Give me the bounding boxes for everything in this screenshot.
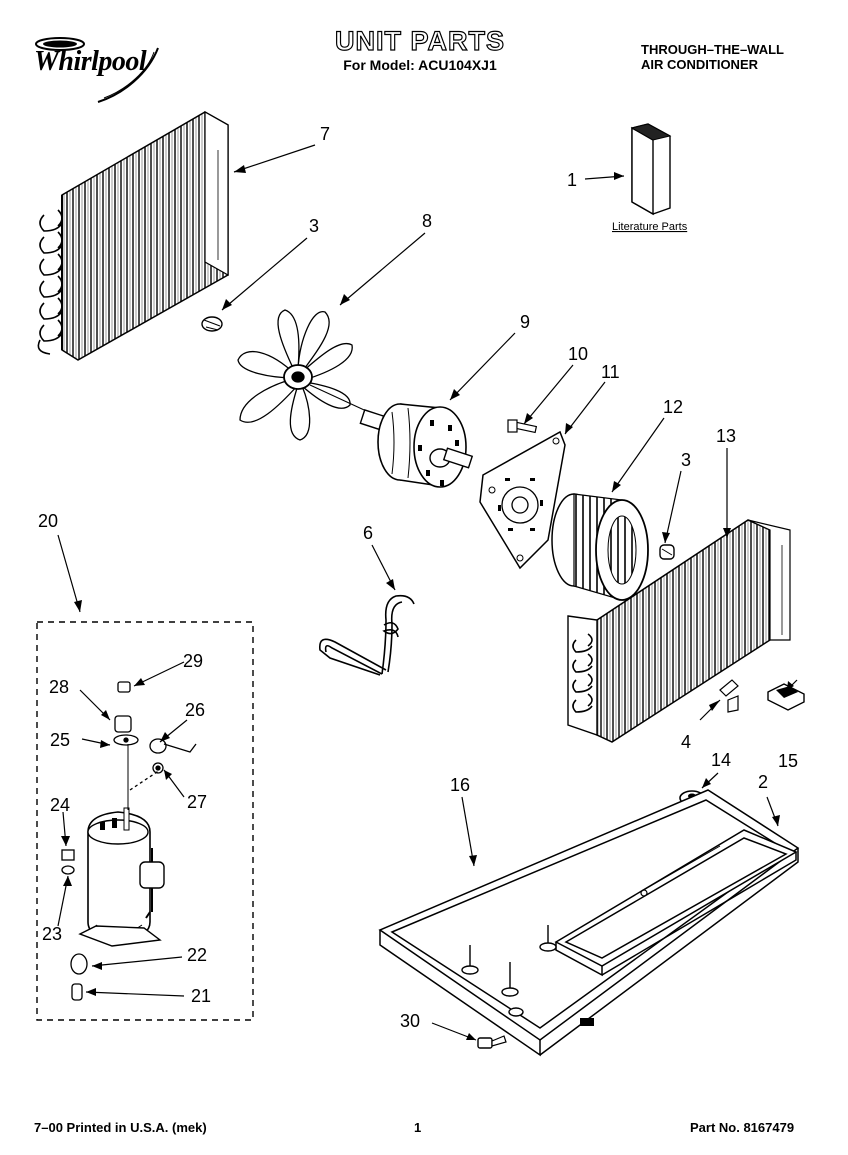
callout-arrowheads — [61, 165, 794, 1040]
clip-upper — [201, 316, 223, 332]
callout-22: 22 — [187, 945, 207, 965]
callout-30: 30 — [400, 1011, 420, 1031]
evaporator-coil — [567, 519, 791, 743]
mounting-studs — [461, 925, 557, 1017]
callout-10: 10 — [568, 344, 588, 364]
product-type: THROUGH–THE–WALL AIR CONDITIONER — [641, 42, 784, 72]
fan-motor — [359, 403, 474, 488]
bolt — [507, 419, 538, 434]
page-title: UNIT PARTS — [334, 25, 505, 56]
callout-16: 16 — [450, 775, 470, 795]
compressor-hardware — [61, 681, 197, 1001]
callout-27: 27 — [187, 792, 207, 812]
product-line-2: AIR CONDITIONER — [641, 57, 758, 72]
callout-11: 11 — [601, 362, 620, 382]
callout-23: 23 — [42, 924, 62, 944]
callout-14: 14 — [711, 750, 731, 770]
callout-9: 9 — [520, 312, 530, 332]
callout-20: 20 — [38, 511, 58, 531]
callout-13: 13 — [716, 426, 736, 446]
callout-29: 29 — [183, 651, 203, 671]
callout-7: 7 — [320, 124, 330, 144]
thermostat-clip — [719, 679, 739, 713]
page-number: 1 — [414, 1120, 422, 1135]
whirlpool-logo: Whirlpool — [28, 34, 178, 104]
fan-blade — [237, 309, 353, 441]
brand-name: Whirlpool — [34, 46, 147, 77]
model-line: For Model: ACU104XJ1 — [343, 57, 497, 73]
screw — [477, 1035, 507, 1049]
product-line-1: THROUGH–THE–WALL — [641, 42, 784, 57]
callout-4: 4 — [681, 732, 691, 752]
callout-12: 12 — [663, 397, 683, 417]
callout-26: 26 — [185, 700, 205, 720]
callout-1: 1 — [567, 170, 577, 190]
compressor-group-box — [36, 621, 254, 1021]
clip-lower — [659, 544, 675, 560]
callout-2: 2 — [758, 772, 768, 792]
literature-parts-label: Literature Parts — [612, 221, 688, 233]
title-block: UNIT PARTS For Model: ACU104XJ1 — [300, 25, 540, 73]
callout-numbers: 7 1 3 8 9 10 11 12 13 3 20 6 29 28 26 25… — [38, 124, 798, 1031]
literature-booklet — [630, 123, 672, 216]
whirlpool-swirl-icon — [35, 37, 159, 103]
callout-6: 6 — [363, 523, 373, 543]
condenser-coil — [37, 110, 229, 361]
callout-21: 21 — [191, 986, 211, 1006]
callout-24: 24 — [50, 795, 70, 815]
capillary-tube — [318, 594, 415, 676]
motor-mount-bracket — [479, 430, 566, 570]
blower-wheel — [551, 493, 649, 601]
part-number: Part No. 8167479 — [690, 1120, 795, 1135]
callout-3-upper: 3 — [309, 216, 319, 236]
compressor — [78, 807, 165, 947]
callout-3-lower: 3 — [681, 450, 691, 470]
print-info: 7–00 Printed in U.S.A. (mek) — [34, 1120, 207, 1135]
callout-28: 28 — [49, 677, 69, 697]
callout-15: 15 — [778, 751, 798, 771]
callout-8: 8 — [422, 211, 432, 231]
mounting-block — [767, 683, 805, 711]
callout-25: 25 — [50, 730, 70, 750]
base-pan — [378, 789, 800, 1057]
